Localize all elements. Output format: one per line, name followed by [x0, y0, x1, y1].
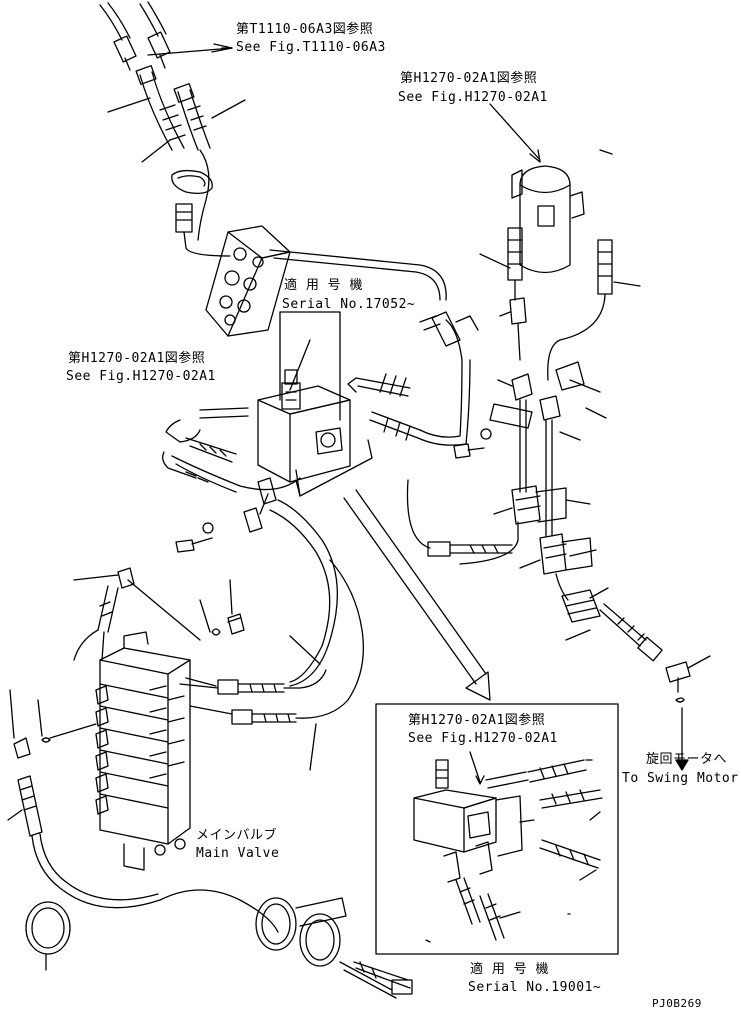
ref-h1270-inset-en: See Fig.H1270-02A1: [408, 731, 558, 746]
detail-arrow: [344, 490, 490, 700]
ref-h1270-left-jp: 第H1270-02A1図参照: [68, 351, 206, 366]
upper-manifold: [206, 226, 446, 336]
ref-h1270-left-en: See Fig.H1270-02A1: [66, 369, 216, 384]
swing-motor-en: To Swing Motor: [622, 771, 739, 786]
serial-17052-jp: 適 用 号 機: [284, 278, 363, 293]
main-valve: [8, 560, 412, 998]
solenoid-valve: [258, 312, 372, 496]
serial-19001-jp: 適 用 号 機: [470, 962, 549, 977]
inset-detail-box: [376, 704, 618, 954]
ref-h1270-top-jp: 第H1270-02A1図参照: [400, 71, 538, 86]
serial-19001-en: Serial No.19001~: [468, 980, 602, 995]
ref-h1270-inset-jp: 第H1270-02A1図参照: [408, 713, 546, 728]
swing-motor-jp: 旋回モータへ: [646, 752, 728, 767]
main-valve-en: Main Valve: [196, 846, 280, 861]
ref-t1110-jp: 第T1110-06A3図参照: [236, 22, 374, 37]
serial-17052-en: Serial No.17052~: [282, 297, 416, 312]
accumulator: [460, 104, 710, 770]
ref-t1110-en: See Fig.T1110-06A3: [236, 40, 386, 55]
ref-h1270-top-en: See Fig.H1270-02A1: [398, 90, 548, 105]
top-hose-assembly: [100, 2, 245, 256]
main-valve-jp: メインバルブ: [196, 828, 278, 843]
central-hoses: [163, 312, 512, 686]
drawing-code: PJ0B269: [652, 997, 702, 1010]
